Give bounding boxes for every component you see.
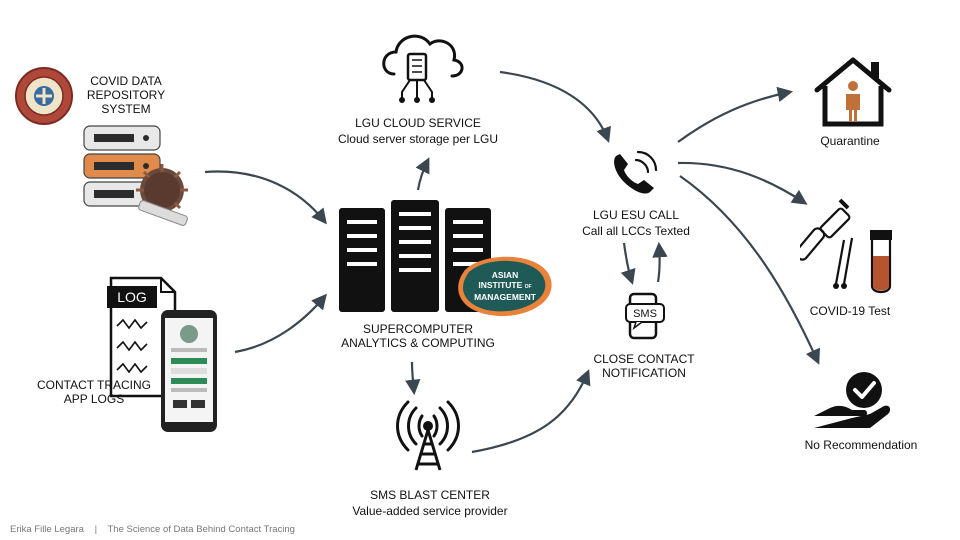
esu-call-title: LGU ESU CALL — [592, 208, 680, 222]
app-logs-label: CONTACT TRACING APP LOGS — [28, 378, 160, 406]
repository-label-line-2: REPOSITORY — [86, 88, 166, 102]
arrow-supercomputer-to-smsblast — [405, 361, 421, 396]
arrow-esu-to-quarantine — [677, 86, 794, 143]
footer: Erika Fille Legara | The Science of Data… — [10, 524, 303, 535]
arrow-esu-to-norecommendation — [679, 175, 820, 365]
cloud-label: LGU CLOUD SERVICE Cloud server storage p… — [318, 116, 518, 146]
aim-logo-of: OF — [524, 284, 532, 290]
esu-call-label: LGU ESU CALL Call all LCCs Texted — [566, 208, 706, 238]
cloud-subtitle: Cloud server storage per LGU — [337, 132, 499, 146]
repository-label-line-3: SYSTEM — [101, 102, 151, 116]
hand-check-icon — [814, 372, 891, 428]
supercomputer-label: SUPERCOMPUTER ANALYTICS & COMPUTING — [333, 322, 503, 350]
aim-logo-line-2: INSTITUTE — [478, 280, 523, 290]
aim-logo-line-1: ASIAN — [491, 270, 519, 280]
cloud-icon — [382, 34, 464, 103]
notification-label-line-2: NOTIFICATION — [602, 366, 686, 380]
sms-tag-text: SMS — [633, 308, 657, 320]
arrow-supercomputer-to-cloud — [415, 157, 430, 191]
arrow-applogs-to-supercomputer — [234, 293, 327, 354]
esu-call-subtitle: Call all LCCs Texted — [582, 224, 690, 238]
sms-blast-label: SMS BLAST CENTER Value-added service pro… — [330, 488, 530, 518]
arrow-smsblast-to-notification — [471, 369, 591, 454]
repository-label-line-1: COVID DATA — [90, 74, 162, 88]
cloud-title: LGU CLOUD SERVICE — [355, 116, 481, 130]
arrow-cloud-to-esu — [499, 70, 611, 143]
arrow-repository-to-supercomputer — [204, 170, 327, 225]
supercomputer-icon — [339, 200, 552, 317]
supercomputer-label-line-1: SUPERCOMPUTER — [362, 322, 473, 336]
app-logs-icon: LOG — [107, 276, 217, 432]
arrow-notification-to-esu — [652, 241, 668, 283]
quarantine-label: Quarantine — [820, 134, 880, 148]
sms-phone-icon: SMS — [625, 292, 665, 340]
sms-blast-subtitle: Value-added service provider — [352, 504, 508, 518]
arrow-esu-to-covidtest — [677, 161, 808, 205]
notification-label-line-1: CLOSE CONTACT — [593, 352, 695, 366]
supercomputer-label-line-2: ANALYTICS & COMPUTING — [341, 336, 495, 350]
notification-label: CLOSE CONTACT NOTIFICATION — [574, 352, 714, 380]
footer-title: The Science of Data Behind Contact Traci… — [107, 524, 295, 535]
covid-test-label: COVID-19 Test — [809, 304, 891, 318]
no-recommendation-label: No Recommendation — [804, 438, 918, 452]
sms-blast-title: SMS BLAST CENTER — [370, 488, 490, 502]
phone-call-icon — [614, 150, 658, 194]
app-logs-label-line-2: APP LOGS — [63, 392, 125, 406]
doh-seal-icon — [15, 67, 73, 125]
repository-label: COVID DATA REPOSITORY SYSTEM — [76, 74, 176, 116]
aim-logo-line-3: MANAGEMENT — [474, 292, 536, 302]
app-logs-label-line-1: CONTACT TRACING — [36, 378, 151, 392]
footer-author: Erika Fille Legara — [10, 524, 84, 535]
broadcast-tower-icon — [396, 400, 460, 471]
covid-test-icon — [800, 198, 892, 294]
log-tag-text: LOG — [117, 289, 147, 305]
aim-logo-line-2-row: INSTITUTE OF — [468, 280, 542, 292]
arrow-esu-to-notification — [620, 242, 636, 285]
database-server-icon — [83, 125, 188, 226]
quarantine-house-icon — [814, 57, 892, 127]
aim-logo: ASIAN INSTITUTE OF MANAGEMENT — [468, 270, 542, 302]
footer-separator: | — [94, 524, 98, 535]
